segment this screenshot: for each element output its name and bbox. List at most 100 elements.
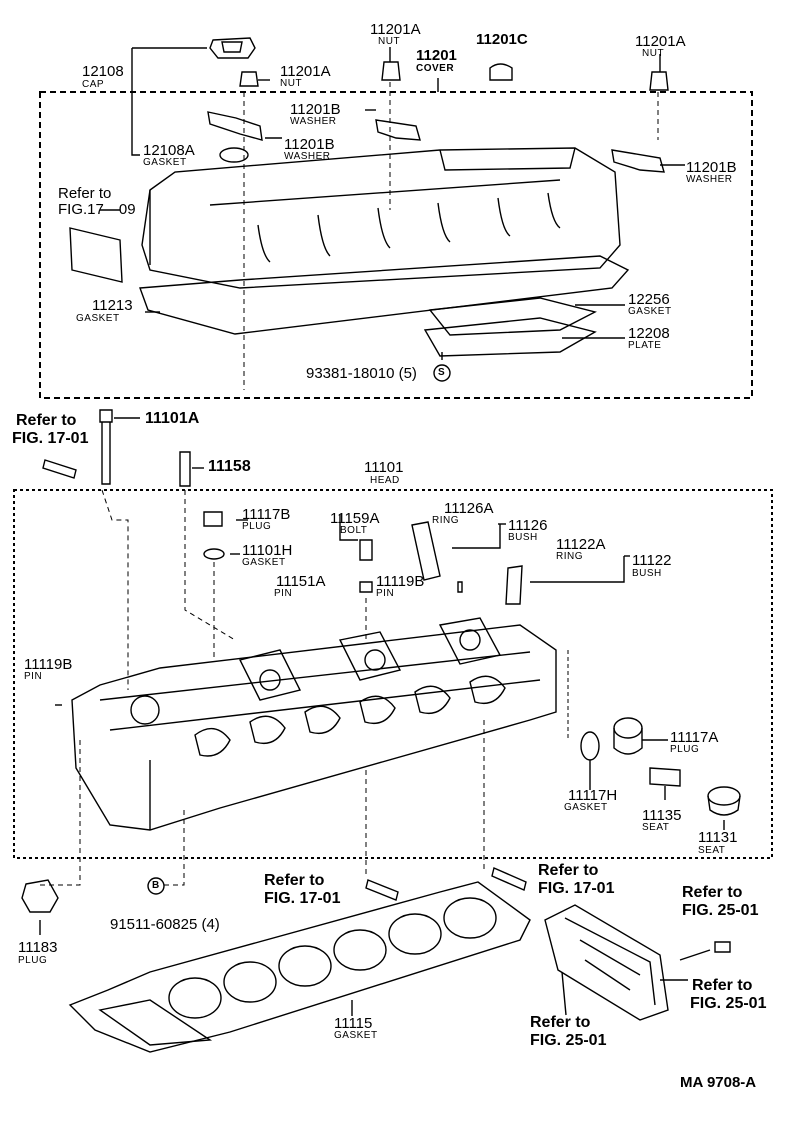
part-number-11101: 11101 bbox=[364, 459, 404, 476]
symbol-b-circle bbox=[147, 877, 165, 895]
part-number-11117h: 11117H bbox=[568, 787, 618, 804]
part-number-12208: 12208 bbox=[628, 325, 670, 342]
part-name-plug-11117a: PLUG bbox=[670, 744, 700, 755]
part-number-11115: 11115 bbox=[334, 1015, 373, 1032]
oil-cap-drawing bbox=[209, 37, 256, 59]
bolt-11159a-drawing bbox=[359, 539, 373, 561]
part-name-bush-11126: BUSH bbox=[508, 532, 538, 543]
cover-group-box bbox=[39, 91, 753, 399]
part-name-gasket-12256: GASKET bbox=[628, 306, 672, 317]
bolt-fig25-drawing bbox=[714, 941, 731, 953]
part-name-plug-11183: PLUG bbox=[18, 955, 48, 966]
part-name-washer-1: WASHER bbox=[290, 116, 337, 127]
stud-drawing-1 bbox=[42, 459, 77, 479]
refer-to-label-2: Refer to bbox=[16, 412, 77, 429]
part-name-washer-right: WASHER bbox=[686, 174, 733, 185]
fig-17-01-ref-b: FIG. 17-01 bbox=[538, 880, 615, 897]
part-name-gasket-11101h: GASKET bbox=[242, 557, 286, 568]
part-number-11119b-1: 11119B bbox=[376, 573, 425, 590]
plug-11117a-drawing bbox=[613, 717, 643, 755]
refer-to-label-1: Refer to bbox=[58, 185, 112, 202]
part-name-ring-11122a: RING bbox=[556, 551, 583, 562]
part-number-11151a: 11151A bbox=[276, 573, 326, 590]
part-number-11158: 11158 bbox=[208, 458, 251, 475]
stud-drawing-2 bbox=[179, 451, 191, 487]
stud-drawing-4 bbox=[491, 867, 527, 891]
part-number-11122a: 11122A bbox=[556, 536, 606, 553]
symbol-s-label: S bbox=[438, 367, 446, 378]
part-name-gasket-11115: GASKET bbox=[334, 1030, 378, 1041]
gasket-11117h-drawing bbox=[580, 731, 600, 761]
part-number-12108a: 12108A bbox=[143, 142, 195, 159]
stud-drawing-3 bbox=[365, 879, 399, 901]
part-number-11201a-top: 11201A bbox=[370, 21, 421, 38]
part-name-plate: PLATE bbox=[628, 340, 662, 351]
part-number-11201a-right: 11201A bbox=[635, 33, 686, 50]
part-number-11101h: 11101H bbox=[242, 542, 293, 559]
gasket-fig17-drawing bbox=[69, 227, 123, 283]
part-name-washer-2: WASHER bbox=[284, 151, 331, 162]
part-name-bush-11122: BUSH bbox=[632, 568, 662, 579]
part-number-12256: 12256 bbox=[628, 291, 670, 308]
refer-to-label-7: Refer to bbox=[530, 1014, 591, 1031]
cover-plate-drawing bbox=[544, 904, 669, 1021]
part-name-pin-11119b-2: PIN bbox=[24, 671, 43, 682]
part-name-ring-11126a: RING bbox=[432, 515, 459, 526]
pin-11151a-drawing bbox=[359, 581, 373, 593]
part-name-head: HEAD bbox=[370, 475, 400, 486]
fig-25-01-ref-a: FIG. 25-01 bbox=[682, 902, 759, 919]
fig-17-01-ref-a: FIG. 17-01 bbox=[12, 430, 89, 447]
plug-11117b-drawing bbox=[203, 511, 223, 527]
part-name-cap: CAP bbox=[82, 79, 105, 90]
gasket-11101h-drawing bbox=[203, 548, 225, 560]
grommet-drawing bbox=[489, 63, 513, 81]
washer-drawing-3 bbox=[611, 149, 665, 173]
part-name-seat-11131: SEAT bbox=[698, 845, 726, 856]
part-number-91511: 91511-60825 (4) bbox=[110, 916, 220, 933]
part-name-bolt: BOLT bbox=[340, 525, 368, 536]
part-number-11126: 11126 bbox=[508, 517, 548, 534]
part-number-11135: 11135 bbox=[642, 807, 682, 824]
part-number-11201: 11201 bbox=[416, 47, 457, 64]
seat-11135-drawing bbox=[649, 767, 681, 787]
refer-to-label-6: Refer to bbox=[692, 977, 753, 994]
part-number-11213: 11213 bbox=[92, 297, 133, 314]
part-number-11122: 11122 bbox=[632, 552, 672, 569]
part-number-11117b: 11117B bbox=[242, 506, 291, 523]
part-number-11101a: 11101A bbox=[145, 410, 200, 427]
fig-25-01-ref-c: FIG. 25-01 bbox=[530, 1032, 607, 1049]
nut-drawing-1 bbox=[239, 71, 259, 87]
washer-drawing-1 bbox=[207, 111, 263, 141]
symbol-b-label: B bbox=[152, 880, 160, 891]
refer-to-label-4: Refer to bbox=[264, 872, 325, 889]
part-name-nut-right: NUT bbox=[642, 48, 665, 59]
symbol-s-circle bbox=[433, 364, 451, 382]
nut-drawing-3 bbox=[649, 71, 669, 91]
valve-cover-drawing bbox=[141, 147, 621, 289]
head-bolt-drawing bbox=[99, 409, 113, 485]
part-name-plug-11117b: PLUG bbox=[242, 521, 272, 532]
bush-11126-drawing bbox=[411, 521, 441, 581]
baffle-plate-drawing bbox=[423, 317, 597, 357]
part-number-11159a: 11159A bbox=[330, 510, 380, 527]
part-number-11201b-right: 11201B bbox=[686, 159, 737, 176]
part-name-gasket-11117h: GASKET bbox=[564, 802, 608, 813]
part-number-11119b-2: 11119B bbox=[24, 656, 73, 673]
seat-11131-drawing bbox=[707, 786, 741, 816]
part-number-11201c: 11201C bbox=[476, 31, 528, 48]
head-gasket-drawing bbox=[68, 881, 531, 1053]
fig-17-09-ref: FIG.17—09 bbox=[58, 201, 136, 218]
part-name-nut-top: NUT bbox=[378, 36, 401, 47]
diagram-code: MA 9708-A bbox=[680, 1074, 757, 1091]
part-number-11201b-2: 11201B bbox=[284, 136, 335, 153]
plug-11183-drawing bbox=[21, 879, 59, 913]
part-number-11126a: 11126A bbox=[444, 500, 494, 517]
part-name-pin-11119b-1: PIN bbox=[376, 588, 395, 599]
bush-11122-drawing bbox=[505, 565, 523, 605]
part-name-cover: COVER bbox=[416, 63, 455, 74]
pin-11119b-drawing bbox=[457, 581, 463, 593]
cover-gasket-drawing bbox=[139, 255, 630, 335]
part-number-11201b-1: 11201B bbox=[290, 101, 341, 118]
